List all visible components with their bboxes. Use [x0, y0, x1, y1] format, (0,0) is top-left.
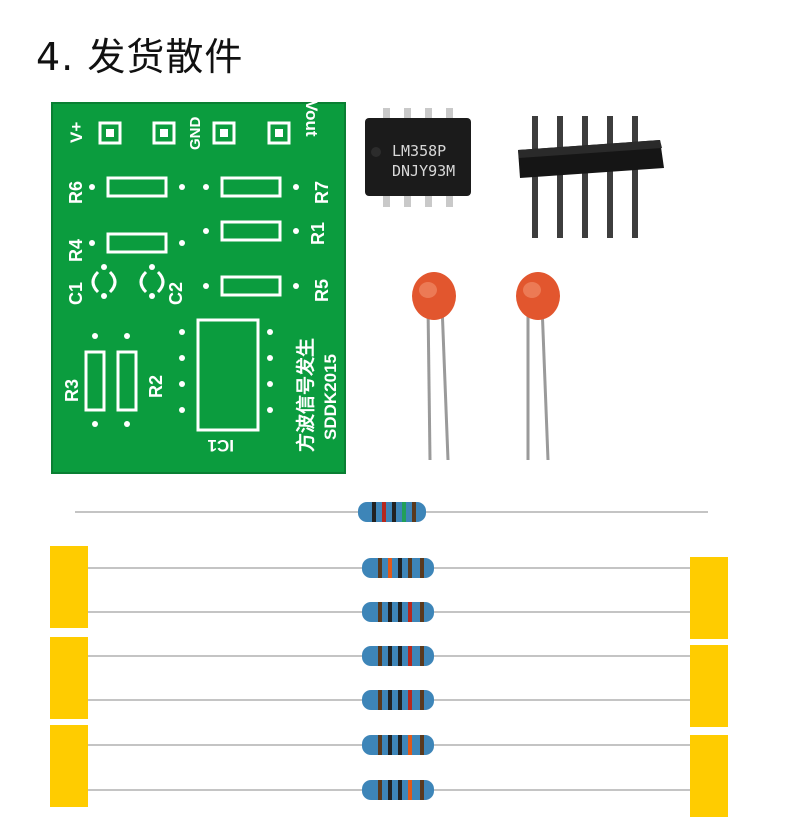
pin-header	[518, 116, 664, 238]
label-r4: R4	[66, 239, 86, 262]
label-r5: R5	[312, 279, 332, 302]
resistor-4	[362, 646, 434, 666]
ic-chip: LM358P DNJY93M	[365, 108, 471, 207]
chip-marking-1: LM358P	[392, 142, 446, 160]
resistor-1	[358, 502, 426, 522]
label-model: SDDK2015	[321, 354, 340, 440]
label-vout: Vout	[302, 100, 321, 137]
pcb-board: V+ GND Vout R6 R7 R4 R1 C1 C2 R5 R3 R2 I…	[51, 100, 346, 474]
label-r7: R7	[312, 181, 332, 204]
label-r6: R6	[66, 181, 86, 204]
resistor-3	[362, 602, 434, 622]
chip-marking-2: DNJY93M	[392, 162, 455, 180]
resistor-7	[362, 780, 434, 800]
label-ic: IC1	[208, 436, 234, 455]
label-r1: R1	[308, 222, 328, 245]
ceramic-capacitor-2	[516, 272, 560, 461]
label-gnd: GND	[187, 117, 204, 151]
label-vplus: V+	[67, 122, 86, 143]
page-title: 4. 发货散件	[36, 35, 244, 79]
resistor-5	[362, 690, 434, 710]
resistor-strip	[50, 502, 728, 817]
label-product-name: 方波信号发生	[294, 338, 317, 452]
label-c2: C2	[166, 282, 186, 305]
label-r3: R3	[62, 379, 82, 402]
label-c1: C1	[66, 282, 86, 305]
ceramic-capacitor-1	[412, 272, 456, 461]
resistor-2	[362, 558, 434, 578]
resistor-6	[362, 735, 434, 755]
label-r2: R2	[146, 375, 166, 398]
